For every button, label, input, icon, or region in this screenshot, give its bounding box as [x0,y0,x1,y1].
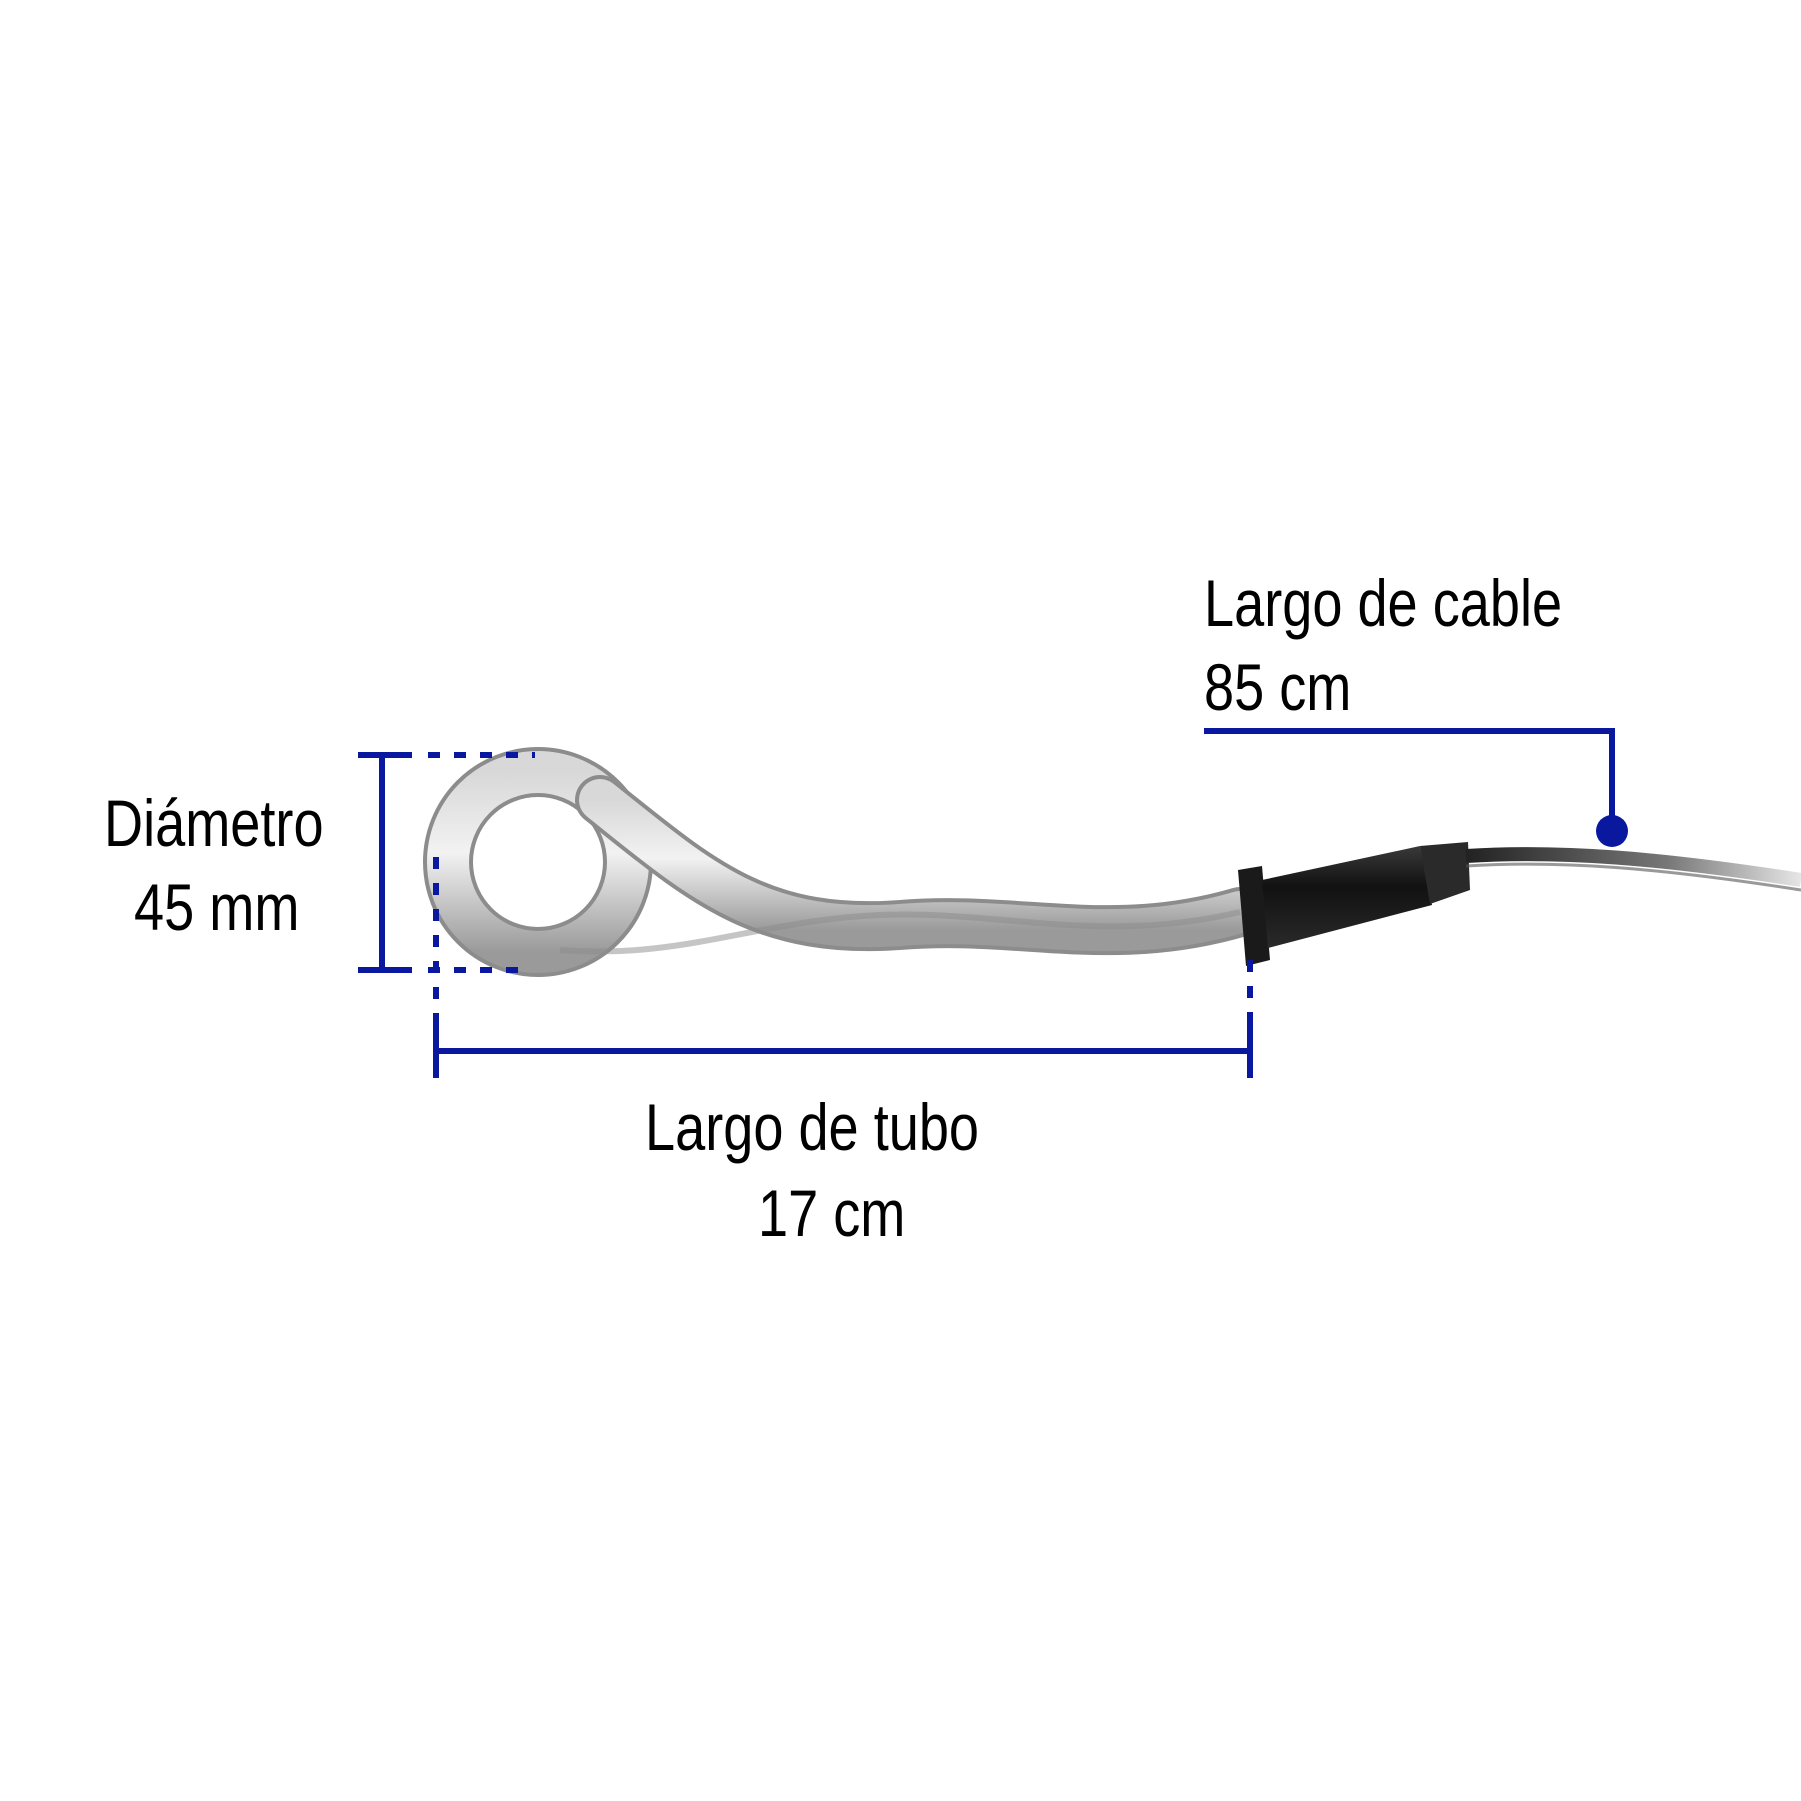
tube-length-value: 17 cm [758,1176,906,1250]
diameter-dimension-line [358,752,535,1060]
diameter-title: Diámetro [104,786,324,860]
cable-length-value: 85 cm [1204,650,1352,724]
tube-length-label: Largo de tubo [645,1094,979,1176]
leader-dot-icon [1596,815,1628,847]
cable-length-title: Largo de cable [1204,566,1563,640]
diameter-value: 45 mm [134,870,300,944]
cable-length-value-label: 85 cm [1204,654,1351,736]
heater-coil-icon [423,747,1265,977]
cable-length-label: Largo de cable [1204,570,1562,652]
diameter-value-label: 45 mm [134,874,299,956]
tube-length-value-label: 17 cm [758,1180,905,1262]
cable-length-leader-line [1204,728,1628,847]
cable-plug-icon [1238,842,1801,966]
tube-length-title: Largo de tubo [645,1090,980,1164]
tube-length-dimension-line [433,960,1253,1078]
diameter-label: Diámetro [104,790,324,872]
